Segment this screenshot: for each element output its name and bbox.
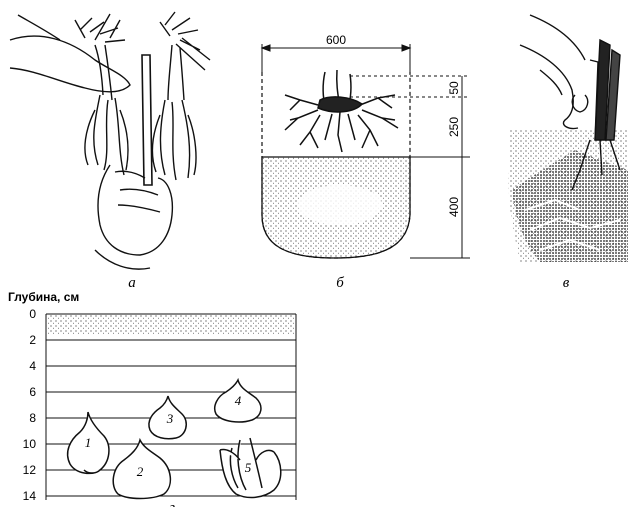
bulb-1-label: 1 <box>85 435 92 450</box>
depth-tick-10: 10 <box>23 437 37 451</box>
pit-width-label: 600 <box>326 33 346 47</box>
dim-50: 50 <box>447 81 461 95</box>
panel-b-planting-pit: 600 50 250 400 <box>262 33 470 258</box>
depth-tick-0: 0 <box>29 307 36 321</box>
depth-tick-2: 2 <box>29 333 36 347</box>
panel-g-label: г <box>169 500 175 507</box>
panel-v-planting-in-soil <box>509 15 628 262</box>
depth-tick-8: 8 <box>29 411 36 425</box>
rhizome-in-pit <box>285 70 398 152</box>
soil-surface-strip <box>46 314 296 334</box>
bulb-2-label: 2 <box>137 464 144 479</box>
dim-400: 400 <box>447 197 461 217</box>
bulb-3-label: 3 <box>166 411 174 426</box>
depth-chart: Глубина, см 0 2 4 6 8 10 12 14 <box>8 290 296 503</box>
panel-b-label: б <box>336 275 344 291</box>
panel-a-label: а <box>128 275 136 291</box>
bulb-5-label: 5 <box>245 460 252 475</box>
panel-a-dividing-rhizome <box>10 12 210 269</box>
depth-axis-title: Глубина, см <box>8 290 79 304</box>
depth-tick-12: 12 <box>23 463 37 477</box>
depth-tick-14: 14 <box>23 489 37 503</box>
depth-tick-6: 6 <box>29 385 36 399</box>
depth-tick-4: 4 <box>29 359 36 373</box>
dim-250: 250 <box>447 117 461 137</box>
panel-v-label: в <box>563 275 570 291</box>
bulb-4-label: 4 <box>235 393 242 408</box>
